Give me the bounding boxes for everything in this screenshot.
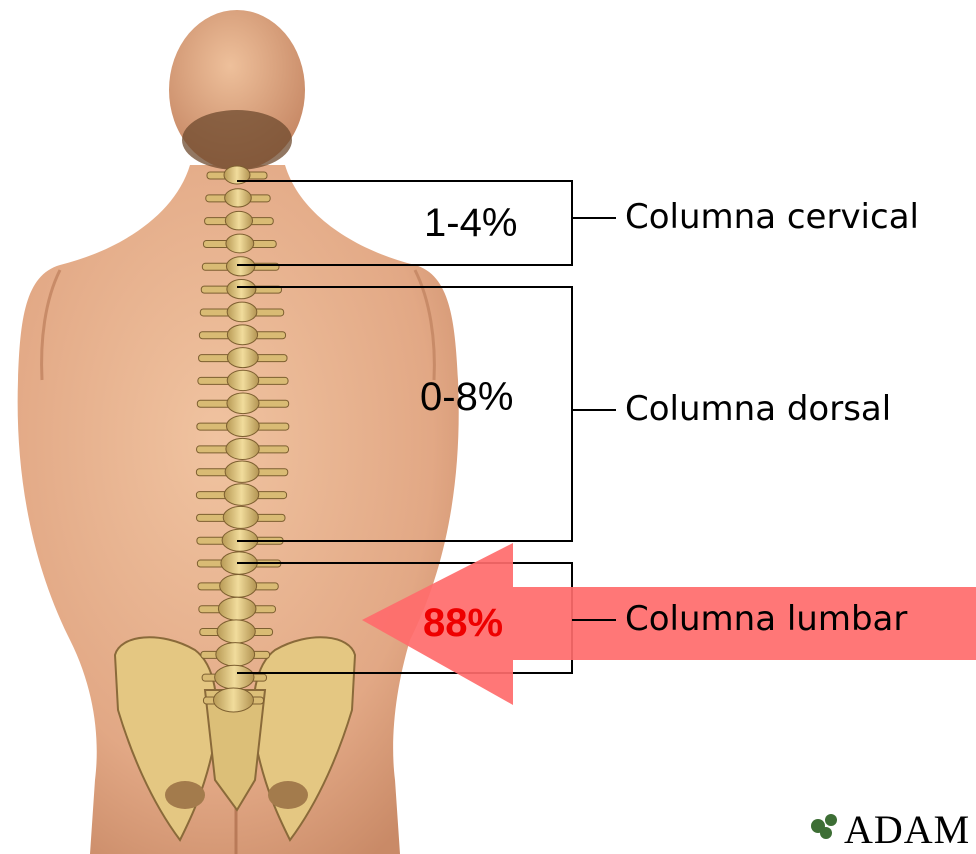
vertebra	[227, 302, 257, 322]
vertebra	[225, 211, 252, 230]
vertebra	[213, 688, 253, 712]
vertebra	[220, 575, 257, 598]
vertebra	[225, 189, 252, 207]
vertebra	[217, 620, 255, 643]
head	[169, 10, 305, 170]
vertebra	[223, 506, 258, 528]
vertebra	[226, 438, 259, 459]
vertebra	[216, 643, 255, 666]
vertebra	[225, 461, 259, 482]
vertebra	[226, 257, 254, 276]
adam-leaf-icon	[811, 814, 837, 839]
vertebra	[215, 665, 254, 689]
vertebra	[227, 325, 257, 345]
vertebra	[227, 393, 259, 414]
cervical-label: Columna cervical	[625, 200, 919, 234]
vertebra	[218, 597, 256, 620]
vertebra	[224, 484, 259, 506]
lumbar-label: Columna lumbar	[625, 602, 907, 636]
leader-lines	[572, 218, 616, 620]
vertebra	[227, 279, 256, 298]
lumbar-percent: 88%	[423, 603, 503, 643]
cervical-percent: 1-4%	[424, 203, 517, 243]
dorsal-label: Columna dorsal	[625, 392, 891, 426]
vertebra	[226, 234, 254, 253]
vertebra	[226, 416, 259, 437]
adam-logo: ADAM	[844, 806, 970, 853]
vertebra	[227, 370, 258, 390]
vertebra	[227, 348, 258, 368]
dorsal-percent: 0-8%	[420, 377, 513, 417]
